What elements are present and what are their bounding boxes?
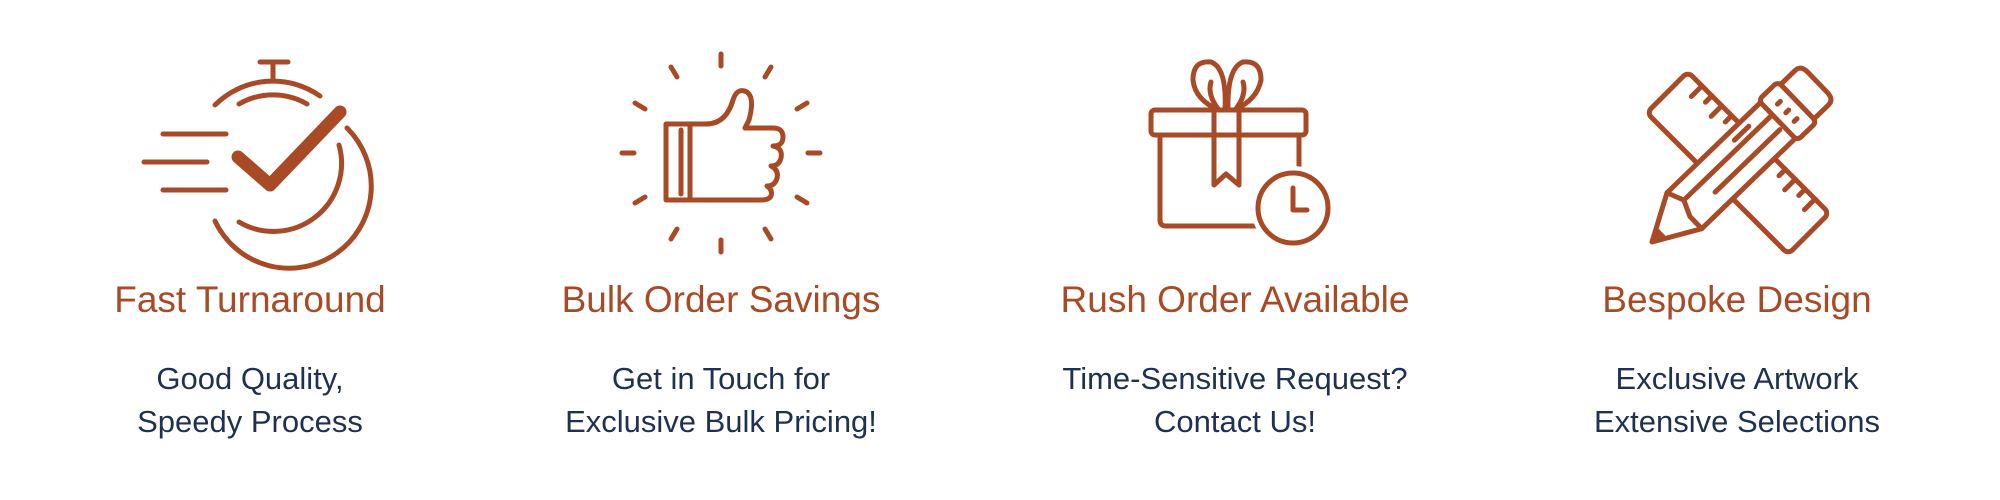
feature-description-line: Exclusive Bulk Pricing! (565, 404, 877, 439)
feature-rush-order: Rush Order Available Time-Sensitive Requ… (995, 0, 1475, 500)
stopwatch-check-icon (130, 40, 374, 280)
feature-description-line: Get in Touch for (611, 361, 831, 396)
pencil-ruler-icon (1617, 40, 1857, 280)
thumbs-up-icon (601, 40, 841, 280)
feature-bespoke-design: Bespoke Design Exclusive Artwork Extensi… (1497, 0, 1977, 500)
feature-fast-turnaround: Fast Turnaround Good Quality, Speedy Pro… (10, 0, 490, 500)
feature-title: Fast Turnaround (114, 279, 386, 320)
feature-title: Rush Order Available (1060, 279, 1410, 320)
feature-description-line: Speedy Process (137, 404, 363, 439)
feature-title: Bespoke Design (1602, 279, 1872, 320)
feature-description-line: Good Quality, (156, 361, 344, 396)
feature-description-line: Contact Us! (1154, 404, 1316, 439)
feature-bulk-order-savings: Bulk Order Savings Get in Touch for Excl… (481, 0, 961, 500)
feature-description-line: Exclusive Artwork (1615, 361, 1859, 396)
gift-clock-icon (1115, 40, 1355, 280)
feature-title: Bulk Order Savings (561, 279, 881, 320)
feature-description-line: Extensive Selections (1593, 404, 1881, 439)
feature-description-line: Time-Sensitive Request? (1062, 361, 1408, 396)
